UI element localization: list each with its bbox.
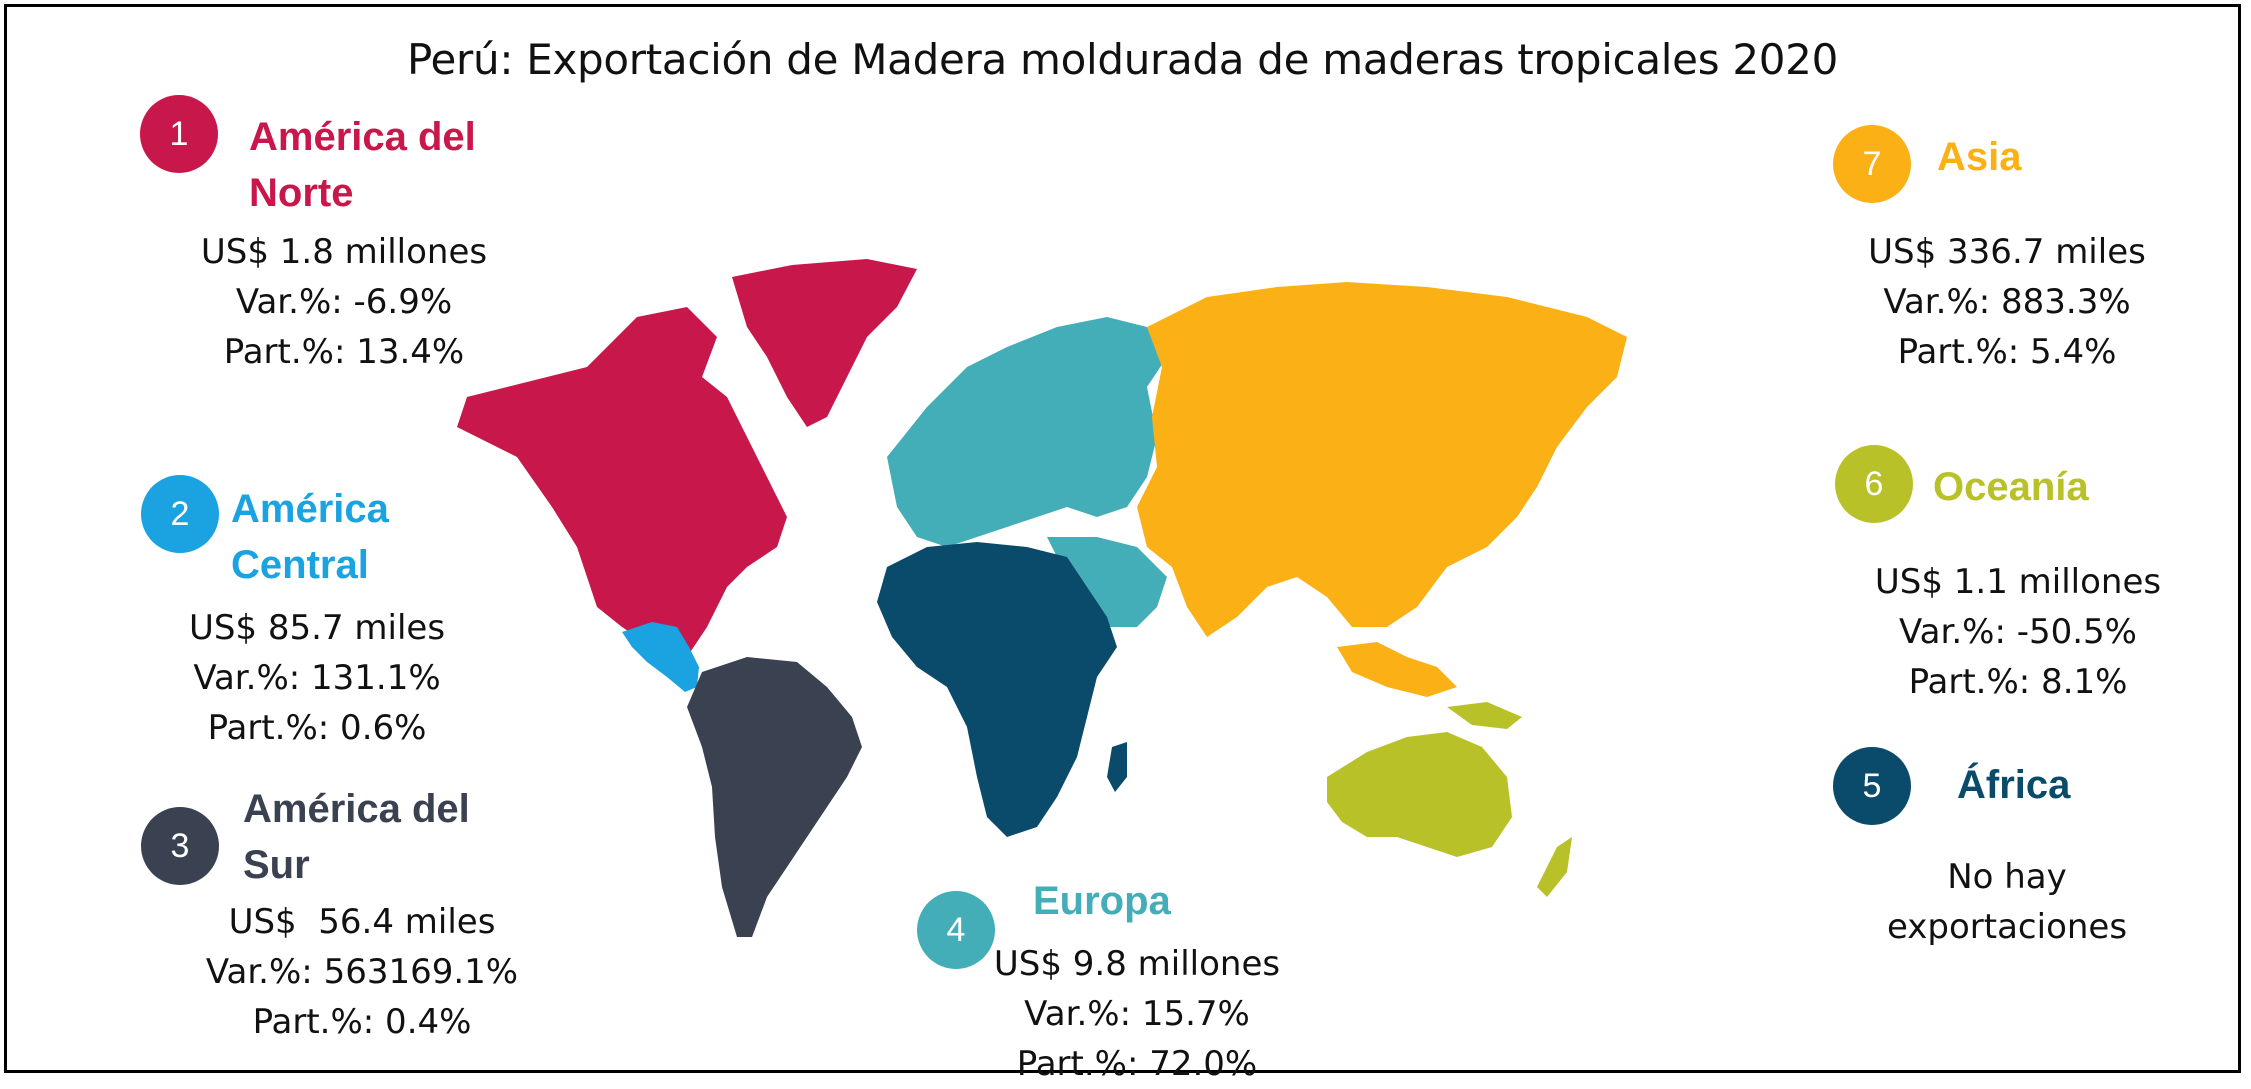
badge-europa: 4 <box>917 891 995 969</box>
infographic-frame: Perú: Exportación de Madera moldurada de… <box>4 4 2241 1084</box>
europe-shape <box>887 317 1167 547</box>
north-america-shape <box>457 307 787 657</box>
badge-oceania: 6 <box>1835 445 1913 523</box>
badge-america-central: 2 <box>141 475 219 553</box>
new-guinea-shape <box>1447 702 1522 729</box>
stats-asia: US$ 336.7 miles Var.%: 883.3% Part.%: 5.… <box>1827 227 2187 377</box>
value-america-del-sur: US$ 56.4 miles <box>228 902 496 942</box>
part-america-del-norte: Part.%: 13.4% <box>223 332 465 372</box>
var-america-del-norte: Var.%: -6.9% <box>235 282 453 322</box>
stats-africa: No hay exportaciones <box>1857 852 2157 952</box>
value-africa-line2: exportaciones <box>1886 907 2128 947</box>
region-name-america-del-sur: América del Sur <box>243 787 470 887</box>
greenland-shape <box>732 259 917 427</box>
world-map <box>457 259 1627 937</box>
central-america-shape <box>622 622 699 692</box>
part-america-central: Part.%: 0.6% <box>207 708 427 748</box>
region-name-america-central: América Central <box>231 487 389 587</box>
region-name-africa: África <box>1957 763 2071 807</box>
new-zealand-shape <box>1537 837 1572 897</box>
var-oceania: Var.%: -50.5% <box>1899 612 2137 652</box>
var-america-del-sur: Var.%: 563169.1% <box>205 952 519 992</box>
part-asia: Part.%: 5.4% <box>1897 332 2117 372</box>
stats-oceania: US$ 1.1 millones Var.%: -50.5% Part.%: 8… <box>1853 557 2183 707</box>
badge-america-del-sur: 3 <box>141 807 219 885</box>
page-title: Perú: Exportación de Madera moldurada de… <box>406 35 1839 84</box>
value-asia: US$ 336.7 miles <box>1868 232 2146 272</box>
value-oceania: US$ 1.1 millones <box>1874 562 2162 602</box>
var-asia: Var.%: 883.3% <box>1883 282 2131 322</box>
se-asia-islands-shape <box>1337 642 1457 697</box>
badge-africa: 5 <box>1833 747 1911 825</box>
value-europa: US$ 9.8 millones <box>993 944 1281 984</box>
part-america-del-sur: Part.%: 0.4% <box>252 1002 472 1042</box>
region-name-oceania: Oceanía <box>1933 465 2089 509</box>
badge-asia: 7 <box>1833 125 1911 203</box>
value-america-del-norte: US$ 1.8 millones <box>200 232 488 272</box>
australia-shape <box>1327 732 1512 857</box>
asia-shape <box>1137 282 1627 637</box>
stats-america-del-norte: US$ 1.8 millones Var.%: -6.9% Part.%: 13… <box>157 227 531 377</box>
value-america-central: US$ 85.7 miles <box>188 608 446 648</box>
var-america-central: Var.%: 131.1% <box>193 658 441 698</box>
africa-shape <box>877 542 1117 837</box>
value-africa-line1: No hay <box>1947 857 2067 897</box>
badge-america-del-norte: 1 <box>140 95 218 173</box>
stats-america-del-sur: US$ 56.4 miles Var.%: 563169.1% Part.%: … <box>177 897 547 1047</box>
region-name-europa: Europa <box>1033 879 1171 923</box>
region-name-asia: Asia <box>1937 135 2022 179</box>
stats-america-central: US$ 85.7 miles Var.%: 131.1% Part.%: 0.6… <box>137 603 497 753</box>
middle-east-shape <box>1047 537 1167 627</box>
region-name-america-del-norte: América del Norte <box>249 115 476 215</box>
part-oceania: Part.%: 8.1% <box>1908 662 2128 702</box>
south-america-shape <box>687 657 862 937</box>
var-europa: Var.%: 15.7% <box>1024 994 1250 1034</box>
part-europa: Part.%: 72.0% <box>1016 1044 1258 1084</box>
stats-europa: US$ 9.8 millones Var.%: 15.7% Part.%: 72… <box>967 939 1307 1089</box>
madagascar-shape <box>1107 742 1127 792</box>
